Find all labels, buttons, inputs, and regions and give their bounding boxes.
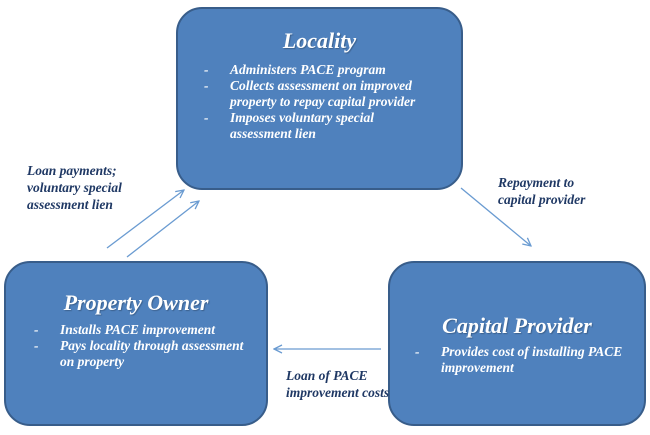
capital-provider-bullet: Provides cost of installing PACE improve… <box>415 344 625 376</box>
locality-bullets: Administers PACE program Collects assess… <box>204 62 434 142</box>
property-owner-box: Property Owner Installs PACE improvement… <box>4 261 268 426</box>
locality-bullet: Collects assessment on improved property… <box>204 78 434 110</box>
label-locality-to-provider: Repayment to capital provider <box>498 175 586 207</box>
capital-provider-box: Capital Provider Provides cost of instal… <box>388 261 646 426</box>
property-owner-title: Property Owner <box>63 290 209 315</box>
property-owner-bullets: Installs PACE improvement Pays locality … <box>34 322 249 370</box>
arrow-locality-to-provider <box>460 187 531 246</box>
locality-title: Locality <box>282 28 357 53</box>
capital-provider-title: Capital Provider <box>442 313 592 338</box>
arrow-owner-to-locality-1 <box>106 190 184 249</box>
property-owner-bullet: Installs PACE improvement <box>34 322 249 338</box>
locality-box: Locality Administers PACE program Collec… <box>176 7 463 190</box>
label-provider-to-owner: Loan of PACE improvement costs <box>286 368 390 400</box>
capital-provider-bullets: Provides cost of installing PACE improve… <box>415 344 625 376</box>
arrow-owner-to-locality-2 <box>126 201 199 258</box>
locality-bullet: Imposes voluntary special assessment lie… <box>204 110 434 142</box>
property-owner-bullet: Pays locality through assessment on prop… <box>34 338 249 370</box>
locality-bullet: Administers PACE program <box>204 62 434 78</box>
label-owner-to-locality: Loan payments; voluntary special assessm… <box>27 163 122 212</box>
